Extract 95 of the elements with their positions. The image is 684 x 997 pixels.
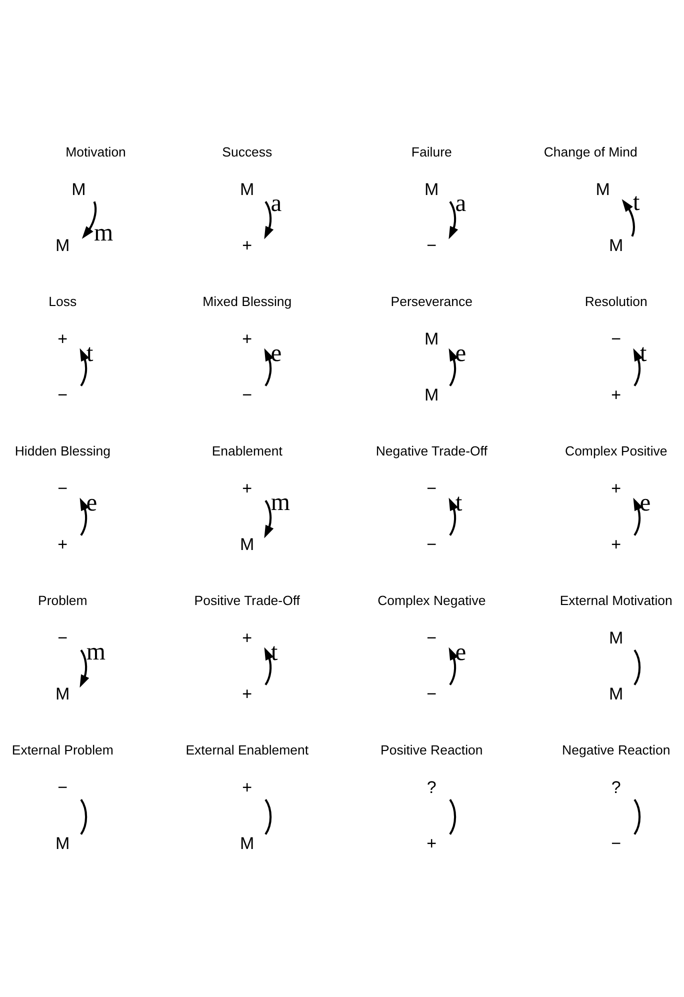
node-text: + [242,684,252,703]
connector [264,798,272,834]
node-text: + [58,329,68,348]
node-text: − [611,833,622,852]
edge-label: t [455,488,462,516]
label: Loss [48,294,77,309]
arrow [264,646,274,685]
node-text: + [242,478,252,498]
connector [449,798,456,834]
node-text: M [72,180,86,199]
edge-label: e [640,488,651,516]
node-text: − [58,385,68,404]
node-text: − [426,236,437,255]
edge-label: t [86,339,94,366]
node-text: M [424,180,439,199]
node-text: + [242,778,252,797]
node-text: + [242,628,252,648]
arrow [622,198,635,236]
arrow [448,200,458,239]
connector [634,798,641,834]
node-text: − [242,385,252,404]
edge-label: e [455,339,466,366]
node-text: − [426,628,437,648]
node-text: − [426,534,437,554]
arrow [80,348,90,386]
label: External Enablement [186,742,309,758]
label: Mixed Blessing [202,294,292,309]
arrow [264,200,274,239]
arrow [448,646,458,685]
node-text: + [242,329,252,348]
node-text: − [58,628,68,648]
arrow [82,200,97,238]
node-text: ? [611,778,621,797]
node-text: M [424,385,439,404]
label: Enablement [212,443,282,458]
node-text: + [611,385,622,404]
label: Negative Reaction [562,742,670,758]
arrow [633,348,643,386]
node-text: M [609,684,624,703]
label: Success [222,144,272,160]
arrow [264,348,274,386]
label: Problem [38,592,88,608]
node-text: − [426,684,437,703]
arrow [633,497,643,536]
node-text: M [56,684,70,703]
node-text: − [58,778,68,797]
node-text: + [611,534,622,554]
node-text: M [609,628,624,648]
label: Change of Mind [544,144,638,160]
edge-label: t [640,339,647,366]
label: Negative Trade-Off [376,443,488,458]
label: External Motivation [560,592,672,608]
label: External Problem [12,742,114,758]
edge-label: e [86,488,98,516]
node-text: + [426,833,437,852]
node-text: M [240,534,254,554]
edge-label: a [270,190,282,217]
edge-label: t [632,188,640,216]
node-text: M [56,833,70,852]
connector [80,798,88,834]
arrow [264,500,274,538]
label: Positive Reaction [380,742,483,758]
edge-label: m [270,488,290,516]
node-text: M [56,236,70,255]
arrow [80,497,90,536]
node-text: M [424,329,439,348]
connector [634,649,641,685]
label: Resolution [584,294,648,309]
arrow [448,497,458,536]
node-text: M [240,833,254,852]
label: Hidden Blessing [14,443,110,458]
node-text: − [426,478,437,498]
edge-label: t [270,638,278,666]
node-text: + [58,534,68,554]
node-text: + [611,478,622,498]
node-text: − [611,329,622,348]
arrow [80,649,90,688]
node-text: + [242,236,252,255]
label: Complex Negative [378,592,486,608]
label: Perseverance [390,294,472,309]
edge-label: e [270,339,282,366]
node-text: M [609,236,624,255]
label: Motivation [66,144,126,160]
edge-label: m [86,638,106,666]
node-text: M [240,180,254,199]
label: Complex Positive [565,443,668,458]
node-text: − [58,478,68,498]
node-text: ? [426,778,436,797]
edge-label: a [455,190,466,217]
label: Failure [411,144,452,160]
label: Positive Trade-Off [194,592,300,608]
node-text: M [596,180,610,199]
edge-label: e [455,638,466,666]
edge-label: m [94,218,114,246]
arrow [448,348,458,386]
